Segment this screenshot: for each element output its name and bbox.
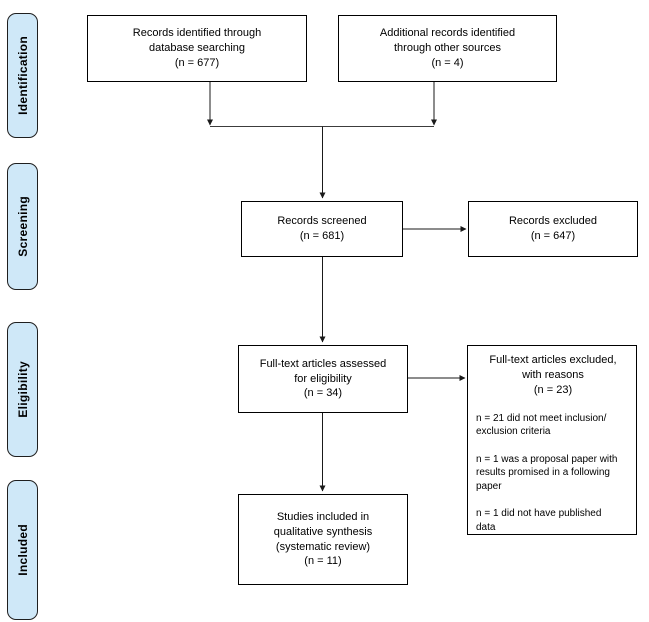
box-records-excluded-text: Records excluded (n = 647) xyxy=(508,215,598,242)
fulltext-excluded-reason-1: n = 21 did not meet inclusion/ exclusion… xyxy=(476,412,607,438)
box-studies-included-text: Studies included in qualitative synthesi… xyxy=(273,510,373,568)
box-additional-records: Additional records identified through ot… xyxy=(338,15,557,82)
stage-included-label: Included xyxy=(15,524,30,576)
stage-identification-label: Identification xyxy=(15,36,30,115)
box-fulltext-excluded-title: Full-text articles excluded, with reason… xyxy=(489,354,617,396)
fulltext-excluded-reason-3: n = 1 did not have published data xyxy=(476,508,602,533)
box-records-identified-text: Records identified through database sear… xyxy=(132,27,262,69)
box-studies-included: Studies included in qualitative synthesi… xyxy=(238,494,408,585)
box-fulltext-assessed: Full-text articles assessed for eligibil… xyxy=(238,345,408,413)
stage-screening: Screening xyxy=(7,163,38,290)
fulltext-excluded-reason-2: n = 1 was a proposal paper with results … xyxy=(476,453,618,492)
stage-eligibility-label: Eligibility xyxy=(15,361,30,418)
box-fulltext-excluded: Full-text articles excluded, with reason… xyxy=(467,345,637,535)
stage-identification: Identification xyxy=(7,13,38,138)
stage-screening-label: Screening xyxy=(15,196,30,257)
stage-eligibility: Eligibility xyxy=(7,322,38,457)
box-records-screened: Records screened (n = 681) xyxy=(241,201,403,257)
box-additional-records-text: Additional records identified through ot… xyxy=(379,27,516,69)
box-records-excluded: Records excluded (n = 647) xyxy=(468,201,638,257)
box-records-identified: Records identified through database sear… xyxy=(87,15,307,82)
box-fulltext-assessed-text: Full-text articles assessed for eligibil… xyxy=(259,357,387,400)
box-records-screened-text: Records screened (n = 681) xyxy=(277,215,367,242)
stage-included: Included xyxy=(7,480,38,620)
